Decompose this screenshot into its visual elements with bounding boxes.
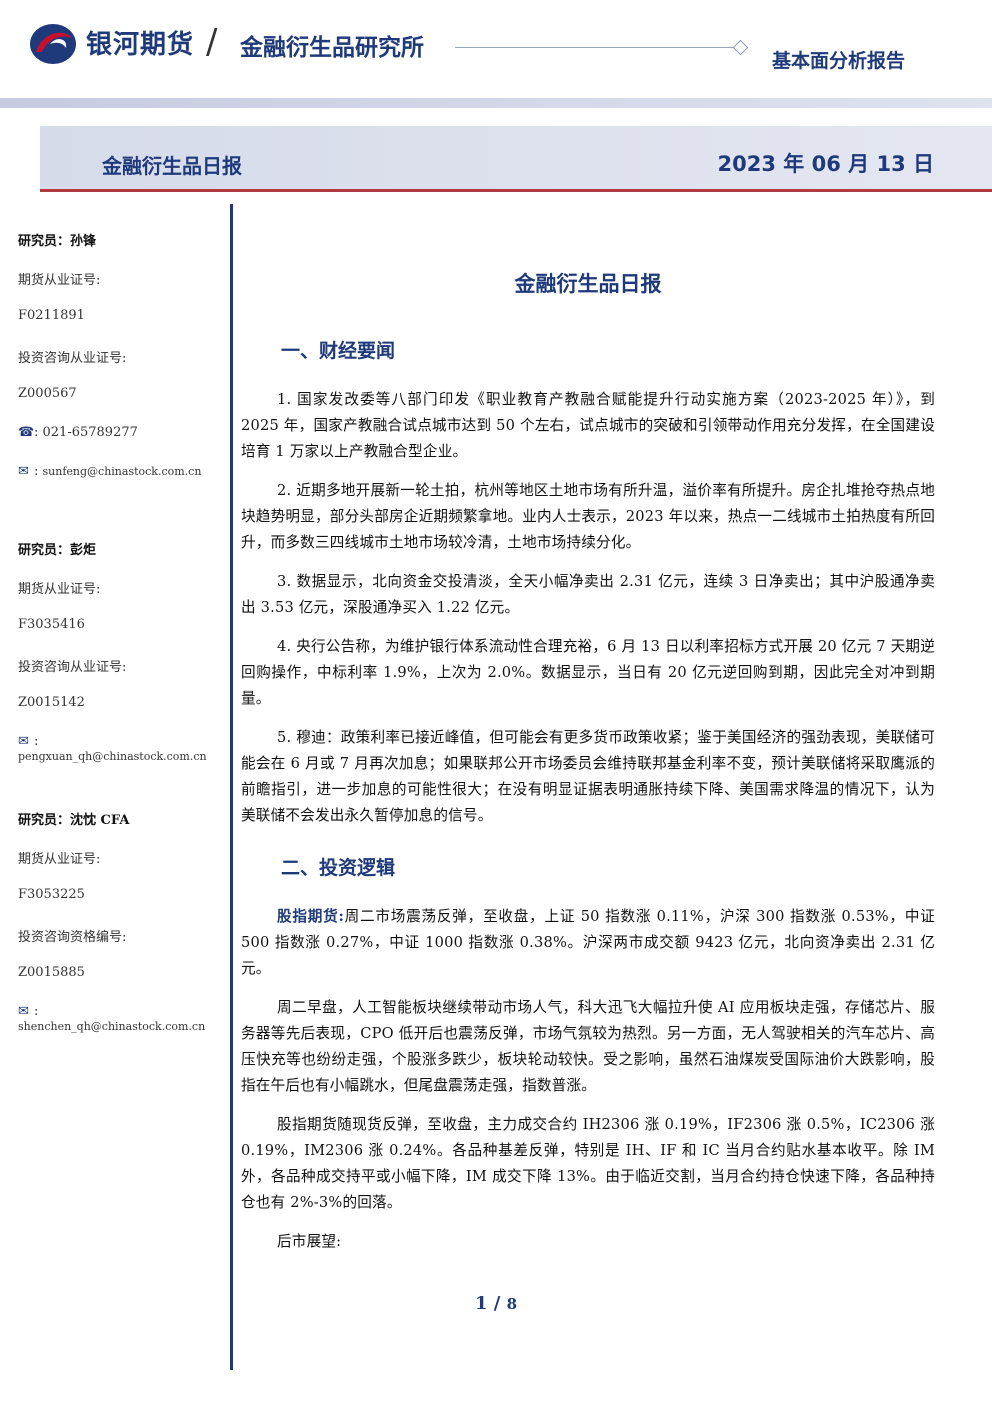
consult-label: 投资咨询资格编号: bbox=[18, 930, 127, 945]
email-row: ✉: pengxuan_qh@chinastock.com.cn bbox=[18, 734, 207, 763]
email-icon: ✉ bbox=[18, 1004, 29, 1019]
header-band bbox=[0, 98, 992, 108]
cert-number: F3035416 bbox=[18, 617, 85, 632]
email-icon: ✉ bbox=[18, 464, 29, 479]
header-rule bbox=[455, 47, 735, 48]
cert-number: F0211891 bbox=[18, 308, 85, 323]
cert-number: F3053225 bbox=[18, 887, 85, 902]
news-item: 1. 国家发改委等八部门印发《职业教育产教融合赋能提升行动实施方案（2023-2… bbox=[241, 391, 935, 460]
section-heading-logic: 二、投资逻辑 bbox=[281, 857, 396, 879]
cert-label: 期货从业证号: bbox=[18, 273, 101, 288]
cert-label: 期货从业证号: bbox=[18, 582, 101, 597]
consult-number: Z000567 bbox=[18, 386, 77, 401]
brand-name: 银河期货 bbox=[86, 30, 195, 60]
section-heading-news: 一、财经要闻 bbox=[281, 340, 396, 362]
email-row: ✉: shenchen_qh@chinastock.com.cn bbox=[18, 1004, 206, 1033]
galaxy-logo-icon bbox=[30, 24, 76, 64]
logic-paragraph: 周二早盘，人工智能板块继续带动市场人气，科大迅飞大幅拉升使 AI 应用板块走强，… bbox=[241, 999, 935, 1094]
news-item: 4. 央行公告称，为维护银行体系流动性合理充裕，6 月 13 日以利率招标方式开… bbox=[241, 638, 935, 707]
page-total: 8 bbox=[506, 1295, 518, 1313]
email-icon: ✉ bbox=[18, 734, 29, 749]
researcher-name: 研究员：孙锋 bbox=[18, 234, 97, 249]
page-separator: / bbox=[493, 1293, 501, 1314]
email-row: ✉: sunfeng@chinastock.com.cn bbox=[18, 464, 202, 479]
consult-number: Z0015142 bbox=[18, 695, 85, 710]
phone-icon: ☎ bbox=[18, 425, 35, 440]
email-link[interactable]: pengxuan_qh@chinastock.com.cn bbox=[18, 750, 207, 763]
logic-lead: 股指期货: bbox=[277, 908, 345, 925]
document-title: 金融衍生品日报 bbox=[514, 272, 662, 296]
news-item: 3. 数据显示，北向资金交投清淡，全天小幅净卖出 2.31 亿元，连续 3 日净… bbox=[241, 573, 935, 616]
outlook-heading: 后市展望: bbox=[277, 1233, 342, 1250]
sidebar-divider bbox=[230, 204, 233, 1370]
consult-label: 投资咨询从业证号: bbox=[18, 351, 127, 366]
page-current: 1 bbox=[474, 1293, 488, 1314]
report-date: 2023 年 06 月 13 日 bbox=[717, 152, 934, 176]
news-item: 2. 近期多地开展新一轮土拍，杭州等地区土地市场有所升温，溢价率有所提升。房企扎… bbox=[241, 482, 935, 551]
email-link[interactable]: sunfeng@chinastock.com.cn bbox=[42, 465, 202, 478]
logic-paragraph: 股指期货:周二市场震荡反弹，至收盘，上证 50 指数涨 0.11%，沪深 300… bbox=[241, 904, 935, 982]
researcher-card: 研究员：彭炬 期货从业证号: F3035416 投资咨询从业证号: Z00151… bbox=[18, 539, 223, 773]
report-title: 金融衍生品日报 bbox=[102, 154, 242, 178]
cert-label: 期货从业证号: bbox=[18, 852, 101, 867]
diamond-icon bbox=[732, 39, 749, 56]
logic-paragraph: 股指期货随现货反弹，至收盘，主力成交合约 IH2306 涨 0.19%，IF23… bbox=[241, 1116, 935, 1211]
title-bar: 金融衍生品日报 2023 年 06 月 13 日 bbox=[40, 126, 992, 192]
header-slash: / bbox=[206, 22, 218, 62]
email-link[interactable]: shenchen_qh@chinastock.com.cn bbox=[18, 1020, 206, 1033]
consult-number: Z0015885 bbox=[18, 965, 85, 980]
logic-text: 周二市场震荡反弹，至收盘，上证 50 指数涨 0.11%，沪深 300 指数涨 … bbox=[241, 908, 935, 977]
phone-row: ☎: 021-65789277 bbox=[18, 425, 138, 440]
phone-number: 021-65789277 bbox=[42, 425, 138, 440]
page-number: 1 / 8 bbox=[0, 1293, 992, 1314]
page-header: 银河期货 / 金融衍生品研究所 基本面分析报告 bbox=[0, 0, 992, 110]
main-content: 金融衍生品日报 一、财经要闻 1. 国家发改委等八部门印发《职业教育产教融合赋能… bbox=[241, 268, 935, 1268]
news-item: 5. 穆迪：政策利率已接近峰值，但可能会有更多货币政策收紧；鉴于美国经济的强劲表… bbox=[241, 729, 935, 824]
researcher-card: 研究员：沈忱 CFA 期货从业证号: F3053225 投资咨询资格编号: Z0… bbox=[18, 809, 223, 1043]
consult-label: 投资咨询从业证号: bbox=[18, 660, 127, 675]
researcher-name: 研究员：沈忱 CFA bbox=[18, 813, 130, 828]
report-type: 基本面分析报告 bbox=[772, 50, 906, 72]
institute-name: 金融衍生品研究所 bbox=[240, 35, 424, 61]
researcher-sidebar: 研究员：孙锋 期货从业证号: F0211891 投资咨询从业证号: Z00056… bbox=[18, 230, 223, 1043]
researcher-name: 研究员：彭炬 bbox=[18, 543, 97, 558]
researcher-card: 研究员：孙锋 期货从业证号: F0211891 投资咨询从业证号: Z00056… bbox=[18, 230, 223, 503]
